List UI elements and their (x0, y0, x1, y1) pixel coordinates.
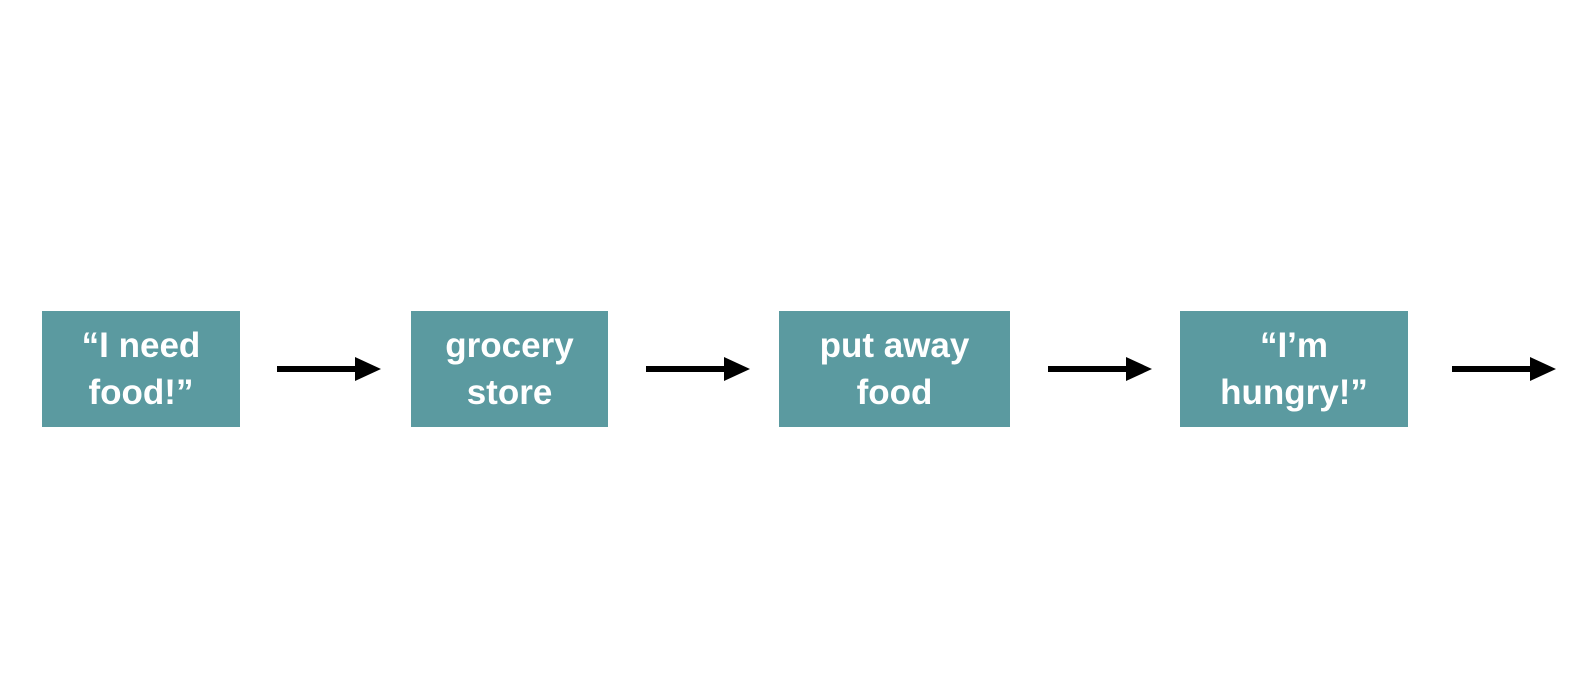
flow-node-grocery-store: grocery store (411, 311, 608, 427)
right-arrow-icon (277, 357, 381, 381)
right-arrow-icon (1452, 357, 1556, 381)
arrow-head (1126, 357, 1152, 381)
arrow-head (724, 357, 750, 381)
flow-node-put-away-food: put away food (779, 311, 1010, 427)
arrow-head (1530, 357, 1556, 381)
right-arrow-icon (1048, 357, 1152, 381)
flow-node-im-hungry: “I’m hungry!” (1180, 311, 1408, 427)
arrow-head (355, 357, 381, 381)
right-arrow-icon (646, 357, 750, 381)
flow-node-need-food: “I need food!” (42, 311, 240, 427)
